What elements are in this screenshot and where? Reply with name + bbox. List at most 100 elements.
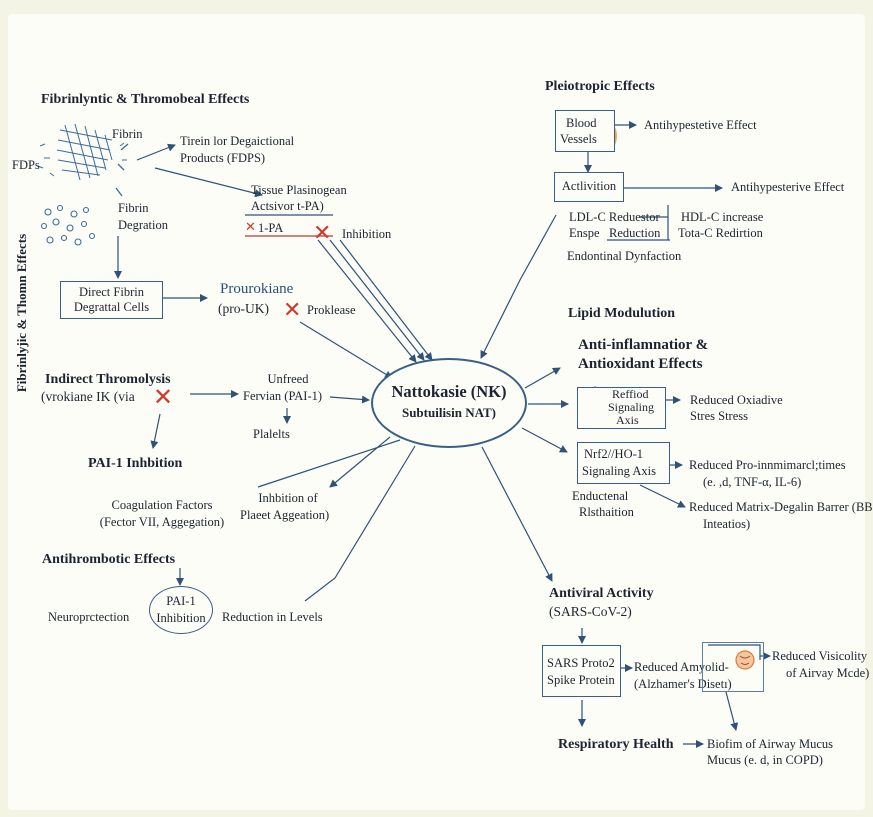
center-title: Nattokasie (NK) bbox=[391, 382, 507, 401]
degradation-line2: Degration bbox=[118, 218, 168, 232]
reduction-label: Reduction in Levels bbox=[222, 610, 323, 624]
indirect-x-icon: ✕ bbox=[153, 383, 174, 411]
signaling-box: Reffiod Signaling Axis bbox=[577, 387, 666, 429]
arrow-pleio-center bbox=[480, 214, 557, 359]
proklease-label: Proklease bbox=[307, 303, 356, 317]
bio-line2: Mucus (e. d, in COPD) bbox=[707, 753, 823, 767]
arrow-tpa-center-a bbox=[317, 239, 417, 363]
antiinflam-heading-2: Antioxidant Effects bbox=[578, 356, 703, 372]
airway-icon bbox=[735, 650, 755, 670]
neuro-label: Neuroprctection bbox=[48, 610, 130, 624]
pai-inhibition-heading: PAI-1 Inhbition bbox=[88, 456, 183, 471]
arrow-nrf-mmp bbox=[639, 484, 686, 508]
sars-line2: Spike Protein bbox=[547, 673, 615, 687]
mmp-line1: Reduced Matrix-Degalin Barrer (BBB bbox=[689, 500, 873, 514]
amy-line1: Reduced Amyolid- bbox=[634, 660, 729, 674]
inhibit-x-icon: ✕ bbox=[313, 221, 332, 246]
endo-line2: Rlsthaition bbox=[579, 505, 634, 519]
nrf-line2: Signaling Axis bbox=[582, 464, 656, 478]
line-visc-top bbox=[708, 644, 761, 660]
coag-line2: (Fector VII, Aggegation) bbox=[99, 515, 225, 529]
platelet-line2: Plaeet Aggeation) bbox=[240, 508, 330, 522]
hdl-line1: HDL-C increase bbox=[681, 210, 764, 224]
pai-ellipse-line1: PAI-1 bbox=[166, 594, 196, 608]
sig-line2: Signaling bbox=[608, 400, 655, 414]
pai-ellipse: PAI-1 Inhibition bbox=[149, 586, 213, 634]
antihyp-2: Antihypesterive Effect bbox=[731, 180, 845, 194]
tpa-line3: 1-PA bbox=[258, 221, 284, 235]
sig-line3: Axis bbox=[616, 413, 639, 427]
arrow-tpa-center-c bbox=[339, 239, 433, 361]
hdl-line2: Tota-C Redirtion bbox=[678, 226, 763, 240]
pro-line1: Reduced Pro-innmimarcl;times bbox=[689, 458, 846, 472]
fibrin-heading: Fibrinlyntic & Thromobeal Effects bbox=[41, 92, 250, 107]
fibrin-label: Fibrin bbox=[112, 127, 143, 141]
inhibition-label: Inhibition bbox=[342, 227, 392, 241]
ldl-line2: Enspe bbox=[569, 226, 600, 240]
nrf-line1: Nrf2//HO-1 bbox=[584, 447, 644, 461]
platelet-line1: Inhbition of bbox=[258, 491, 318, 505]
prouk-line2: (pro-UK) bbox=[218, 301, 269, 316]
direct-line1: Direct Fibrin bbox=[79, 285, 144, 299]
tpa-line1: Tissue Plasinogean bbox=[251, 183, 347, 197]
products-line2: Products (FDPS) bbox=[180, 151, 266, 165]
antiviral-sub: (SARS-CoV-2) bbox=[549, 604, 632, 619]
arrow-unfreed-center bbox=[329, 395, 370, 404]
visc-line1: Reduced Visicolity bbox=[772, 649, 868, 663]
arrow-center-antiviral bbox=[481, 446, 553, 582]
oxid-line2: Stres Stress bbox=[690, 409, 748, 423]
amy-line2: (Alzhamer's Disetı) bbox=[634, 677, 732, 691]
indirect-heading: Indirect Thromolysis bbox=[45, 372, 171, 387]
arrow-center-platelet bbox=[329, 436, 391, 488]
arrow-amyloid-biofilm bbox=[725, 691, 739, 731]
activition-box: Actlivition bbox=[554, 172, 624, 202]
antihyp-1: Antihypestetive Effect bbox=[644, 118, 757, 132]
blood-line2: Vessels bbox=[560, 132, 597, 146]
antiviral-heading: Antiviral Activity bbox=[549, 586, 654, 601]
blood-vessels-box: Blood Vessels bbox=[555, 110, 615, 152]
degradation-line1: Fibrin bbox=[118, 201, 149, 215]
arrow-fibrin-tpa bbox=[154, 167, 263, 198]
airway-box bbox=[702, 642, 764, 692]
unfreed-line2: Fervian (PAI-1) bbox=[243, 389, 323, 403]
arrow-center-antiinflam bbox=[524, 367, 561, 389]
bio-line1: Biofim of Airway Mucus bbox=[707, 737, 834, 751]
arrow-fibrin-products bbox=[136, 143, 176, 161]
blood-line1: Blood bbox=[566, 116, 597, 130]
side-label: Fibrinlyjic & Thomn Effects bbox=[14, 233, 29, 393]
mmp-line2: Inteatios) bbox=[703, 517, 751, 531]
endo-dysfunction: Endontinal Dynfaction bbox=[567, 249, 682, 263]
endo-line1: Enductenal bbox=[572, 489, 629, 503]
oxid-line1: Reduced Oxiadive bbox=[690, 393, 783, 407]
coag-line1: Coagulation Factors bbox=[111, 498, 213, 512]
line-coag-center bbox=[257, 439, 401, 488]
prouk-line1: Prourokiane bbox=[220, 281, 294, 297]
nrf-box: Nrf2//HO-1 Signaling Axis bbox=[577, 442, 670, 484]
fibrin-mesh-icon bbox=[37, 123, 127, 181]
lipid-heading: Lipid Modulution bbox=[568, 306, 675, 321]
fibrin-fragment-marks bbox=[115, 143, 129, 197]
pai-ellipse-line2: Inhibition bbox=[156, 611, 206, 625]
fdps-label: FDPs bbox=[12, 158, 40, 172]
antiinflam-heading-1: Anti-inflamnatior & bbox=[578, 337, 709, 353]
tpa-line2: Actsivor t-PA) bbox=[251, 199, 324, 213]
line-reduction-center bbox=[304, 445, 416, 602]
antithrombotic-heading: Antihrombotic Effects bbox=[42, 552, 176, 567]
ldl-line1: LDL-C Reduestor bbox=[569, 210, 660, 224]
activition-label: Actlivition bbox=[561, 179, 617, 193]
degradation-particles-icon bbox=[40, 204, 96, 246]
pleiotropic-heading: Pleiotropic Effects bbox=[545, 79, 655, 94]
small-x-icon: ✕ bbox=[245, 220, 256, 235]
indirect-sub: (vrokiane IK (via bbox=[41, 389, 135, 404]
pro-line2: (e. ,d, TNF-α, IL-6) bbox=[703, 475, 802, 489]
unfreed-line1: Unfreed bbox=[267, 372, 309, 386]
plalets-label: Plalelts bbox=[253, 427, 290, 441]
center-node: Nattokasie (NK) Subtuilisin NAT) bbox=[371, 358, 527, 448]
arrow-indirect-pai bbox=[150, 413, 161, 449]
arrow-tpa-center-b bbox=[329, 239, 425, 361]
arrow-proklease-center bbox=[299, 321, 393, 379]
products-line1: Tirein lor Degaictional bbox=[180, 134, 295, 148]
prouk-x-icon: ✕ bbox=[283, 298, 302, 323]
sars-box: SARS Proto2 Spike Protein bbox=[542, 645, 621, 697]
